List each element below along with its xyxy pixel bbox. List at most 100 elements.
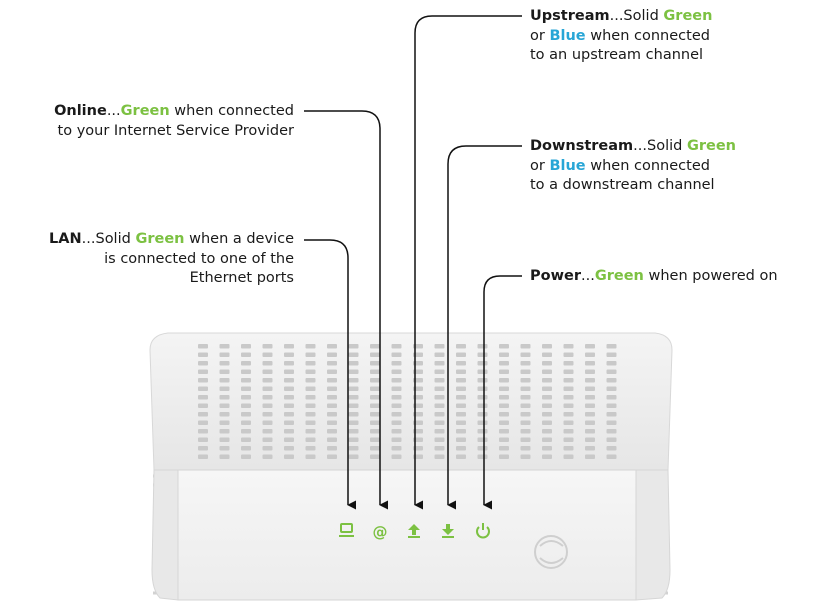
vent-slot — [284, 395, 294, 400]
vent-slot — [198, 437, 208, 442]
vent-slot — [434, 403, 445, 408]
vent-slot — [241, 344, 251, 349]
vent-slot — [542, 361, 552, 366]
vent-slot — [585, 454, 595, 459]
vent-slot — [456, 344, 466, 349]
vent-slot — [563, 420, 574, 425]
vent-slot — [434, 429, 445, 434]
vent-slot — [520, 429, 531, 434]
vent-slot — [391, 403, 402, 408]
vent-slot — [456, 412, 466, 417]
vent-slot — [585, 352, 595, 357]
vent-slot — [198, 412, 208, 417]
power-leader-line — [483, 275, 522, 510]
vent-slot — [434, 420, 445, 425]
vent-slot — [348, 412, 359, 417]
vent-slot — [499, 437, 509, 442]
vent-slot — [241, 429, 251, 434]
vent-slot — [542, 437, 552, 442]
vent-slot — [606, 403, 617, 408]
vent-slot — [391, 344, 402, 349]
vent-slot — [499, 446, 509, 451]
vent-slot — [262, 446, 273, 451]
vent-slot — [219, 403, 230, 408]
vent-slot — [262, 454, 273, 459]
vent-slot — [198, 378, 208, 383]
vent-slot — [241, 361, 251, 366]
vent-slot — [563, 446, 574, 451]
vent-slot — [198, 420, 208, 425]
vent-slot — [542, 454, 552, 459]
vent-slot — [520, 386, 531, 391]
vent-slot — [477, 446, 488, 451]
vent-slot — [585, 386, 595, 391]
vent-slot — [434, 378, 445, 383]
vent-slot — [284, 412, 294, 417]
led-online-at-sign-icon: @ — [373, 523, 388, 541]
downstream-label: Downstream — [530, 138, 634, 154]
vent-slot — [348, 403, 359, 408]
vent-slot — [434, 361, 445, 366]
vent-slot — [370, 446, 380, 451]
vent-slot — [520, 420, 531, 425]
vent-slot — [305, 344, 316, 349]
vent-slot — [585, 378, 595, 383]
vent-slot — [606, 395, 617, 400]
vent-slot — [563, 352, 574, 357]
vent-slot — [520, 437, 531, 442]
vent-slot — [606, 344, 617, 349]
downstream-leader-line — [447, 145, 522, 510]
vent-slot — [284, 369, 294, 374]
vent-slot — [391, 412, 402, 417]
vent-slot — [219, 446, 230, 451]
vent-slot — [284, 378, 294, 383]
vent-slot — [391, 352, 402, 357]
vent-slot — [348, 386, 359, 391]
vent-slot — [198, 386, 208, 391]
vent-slot — [284, 437, 294, 442]
vent-slot — [520, 361, 531, 366]
vent-slot — [370, 420, 380, 425]
vent-slot — [434, 437, 445, 442]
led-lan-icon — [339, 523, 354, 537]
vent-slot — [456, 395, 466, 400]
vent-slot — [499, 429, 509, 434]
vent-slot — [456, 446, 466, 451]
vent-slot — [305, 395, 316, 400]
vent-slot — [391, 361, 402, 366]
vent-slot — [456, 386, 466, 391]
vent-slot — [348, 429, 359, 434]
vent-slot — [305, 369, 316, 374]
vent-slot — [585, 369, 595, 374]
vent-slot — [434, 395, 445, 400]
vent-slot — [477, 420, 488, 425]
vent-slot — [327, 386, 337, 391]
vent-slot — [434, 344, 445, 349]
vent-slot — [284, 361, 294, 366]
vent-slot — [348, 378, 359, 383]
vent-slot — [219, 412, 230, 417]
vent-slot — [391, 429, 402, 434]
vent-slot — [563, 369, 574, 374]
vent-slot — [606, 361, 617, 366]
vent-slot — [241, 378, 251, 383]
vent-slot — [585, 420, 595, 425]
vent-slot — [542, 344, 552, 349]
vent-slot — [370, 369, 380, 374]
vent-slot — [542, 446, 552, 451]
vent-slot — [348, 454, 359, 459]
vent-slot — [606, 386, 617, 391]
vent-slot — [456, 420, 466, 425]
vent-slot — [219, 395, 230, 400]
vent-slot — [219, 361, 230, 366]
online-leader-line — [304, 110, 389, 510]
vent-slot — [520, 352, 531, 357]
vent-slot — [262, 386, 273, 391]
vent-slot — [262, 437, 273, 442]
vent-slot — [563, 344, 574, 349]
vent-slot — [542, 412, 552, 417]
vent-slot — [585, 344, 595, 349]
vent-slot — [585, 446, 595, 451]
vent-slot — [477, 429, 488, 434]
